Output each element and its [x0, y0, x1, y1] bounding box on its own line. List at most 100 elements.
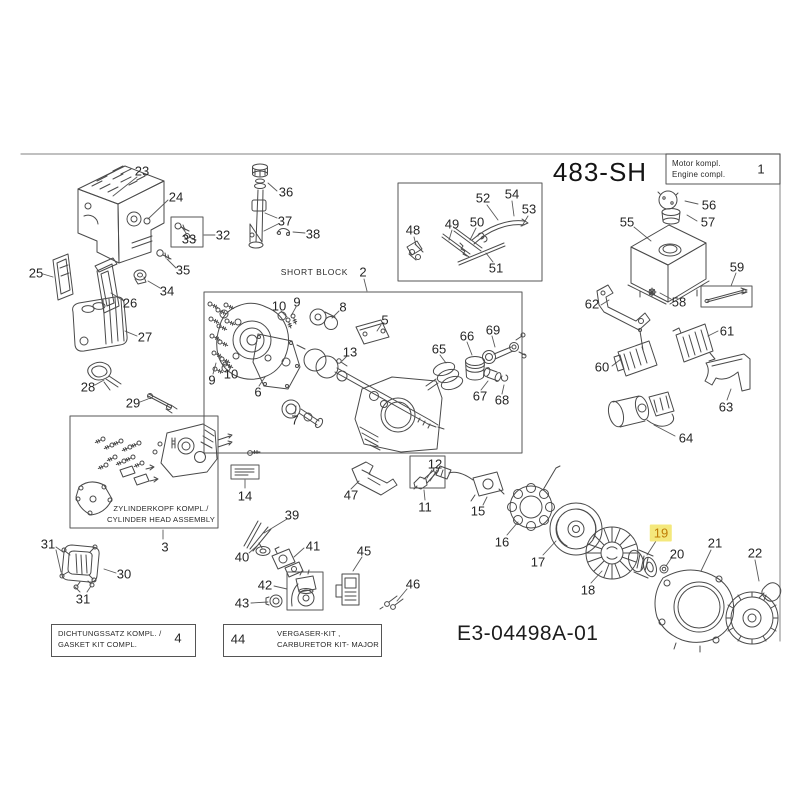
callout-55[interactable]: 55 [619, 214, 635, 230]
part-screws-33 [174, 222, 197, 241]
callout-42[interactable]: 42 [257, 577, 273, 593]
callout-24[interactable]: 24 [168, 189, 184, 205]
part-cylinder-block [354, 376, 443, 453]
part-stator [507, 465, 561, 531]
gasket-kit-box [51, 624, 196, 657]
callout-53[interactable]: 53 [521, 201, 537, 217]
callout-12[interactable]: 12 [427, 456, 443, 472]
part-bracket-62 [596, 284, 651, 331]
callout-40[interactable]: 40 [234, 549, 250, 565]
callout-46[interactable]: 46 [405, 576, 421, 592]
callout-18[interactable]: 18 [580, 582, 596, 598]
callout-7[interactable]: 7 [291, 412, 299, 428]
callout-65[interactable]: 65 [431, 341, 447, 357]
part-screw-58 [647, 287, 657, 297]
callout-52[interactable]: 52 [475, 190, 491, 206]
callout-6[interactable]: 6 [254, 384, 262, 400]
callout-13[interactable]: 13 [342, 344, 358, 360]
callout-54[interactable]: 54 [504, 186, 520, 202]
callout-14[interactable]: 14 [237, 488, 253, 504]
callout-5[interactable]: 5 [381, 312, 389, 328]
part-heat-baffle [52, 253, 74, 301]
callout-31[interactable]: 31 [75, 591, 91, 607]
callout-38[interactable]: 38 [305, 226, 321, 242]
callout-1[interactable]: 1 [757, 161, 765, 177]
part-engine-shroud [77, 165, 165, 264]
callout-64[interactable]: 64 [678, 430, 694, 446]
callout-15[interactable]: 15 [470, 503, 486, 519]
callout-27[interactable]: 27 [137, 329, 153, 345]
callout-62[interactable]: 62 [584, 296, 600, 312]
callout-11[interactable]: 11 [418, 499, 432, 515]
callout-30[interactable]: 30 [116, 566, 132, 582]
callout-45[interactable]: 45 [356, 543, 372, 559]
callout-21[interactable]: 21 [707, 535, 723, 551]
callout-10[interactable]: 10 [223, 366, 239, 382]
part-blower-housing [654, 569, 735, 653]
callout-48[interactable]: 48 [405, 222, 421, 238]
part-recoil-starter [725, 582, 782, 645]
callout-44[interactable]: 44 [230, 631, 246, 647]
callout-19[interactable]: 19 [649, 524, 673, 542]
callout-9[interactable]: 9 [208, 372, 216, 388]
callout-43[interactable]: 43 [234, 595, 250, 611]
callout-26[interactable]: 26 [122, 295, 138, 311]
callout-51[interactable]: 51 [488, 260, 504, 276]
part-cylinder-head [160, 423, 233, 478]
callout-56[interactable]: 56 [701, 197, 717, 213]
model-number: 483-SH [552, 157, 648, 187]
callout-8[interactable]: 8 [339, 299, 347, 315]
callout-67[interactable]: 67 [472, 388, 488, 404]
part-screw-14 [247, 450, 261, 456]
callout-35[interactable]: 35 [175, 262, 191, 278]
callout-50[interactable]: 50 [469, 214, 485, 230]
callout-22[interactable]: 22 [747, 545, 763, 561]
part-breather-tube [243, 520, 272, 556]
callout-37[interactable]: 37 [277, 213, 293, 229]
page-frame [20, 153, 781, 642]
callout-36[interactable]: 36 [278, 184, 294, 200]
callout-16[interactable]: 16 [494, 534, 510, 550]
callout-20[interactable]: 20 [669, 546, 685, 562]
callout-2[interactable]: 2 [359, 264, 367, 280]
part-flywheel-cup [549, 502, 603, 556]
callout-59[interactable]: 59 [729, 259, 745, 275]
legend-box [665, 153, 781, 185]
callout-39[interactable]: 39 [284, 507, 300, 523]
part-crankcase-cover [216, 302, 291, 380]
carburetor-kit-label-en: CARBURETOR KIT- MAJOR [277, 640, 379, 649]
callout-49[interactable]: 49 [444, 216, 460, 232]
callout-34[interactable]: 34 [159, 283, 175, 299]
callout-32[interactable]: 32 [215, 227, 231, 243]
part-solenoid-64 [607, 391, 675, 428]
callout-61[interactable]: 61 [719, 323, 735, 339]
callout-3[interactable]: 3 [161, 539, 169, 555]
callout-58[interactable]: 58 [671, 294, 687, 310]
part-nut-20 [659, 564, 669, 574]
callout-31[interactable]: 31 [40, 536, 56, 552]
callout-29[interactable]: 29 [125, 395, 141, 411]
callout-69[interactable]: 69 [485, 322, 501, 338]
part-exhaust-gasket [87, 361, 122, 391]
callout-63[interactable]: 63 [718, 399, 734, 415]
drawing-code: E3-04498A-01 [457, 622, 599, 645]
callout-9[interactable]: 9 [293, 294, 301, 310]
short-block-box [203, 291, 523, 454]
callout-60[interactable]: 60 [594, 359, 610, 375]
part-head-gasket [75, 481, 113, 516]
callout-33[interactable]: 33 [181, 231, 197, 247]
callout-17[interactable]: 17 [530, 554, 546, 570]
callout-28[interactable]: 28 [80, 379, 96, 395]
callout-4[interactable]: 4 [174, 630, 182, 646]
callout-41[interactable]: 41 [305, 538, 321, 554]
callout-66[interactable]: 66 [459, 328, 475, 344]
part-flywheel-fan [585, 526, 639, 580]
callout-57[interactable]: 57 [700, 214, 716, 230]
callout-47[interactable]: 47 [343, 487, 359, 503]
callout-68[interactable]: 68 [494, 392, 510, 408]
callout-23[interactable]: 23 [134, 163, 150, 179]
callout-25[interactable]: 25 [28, 265, 44, 281]
callout-10[interactable]: 10 [271, 298, 287, 314]
